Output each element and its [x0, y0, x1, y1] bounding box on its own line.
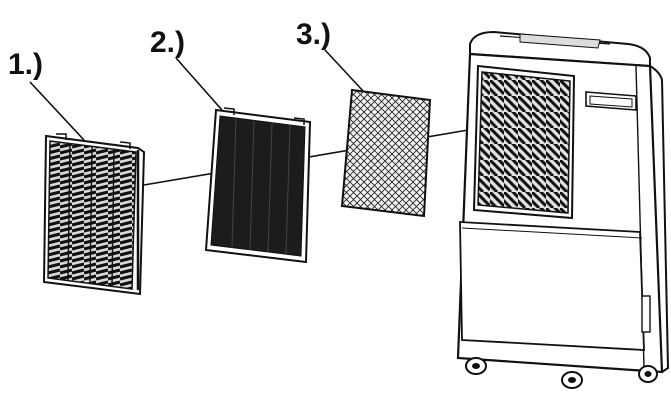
leader-line-3 [324, 49, 365, 93]
label-filter-1: 1.) [8, 48, 43, 81]
dehumidifier-unit [456, 30, 670, 389]
filter-1-grille [42, 133, 146, 296]
leader-line-1 [29, 81, 85, 141]
label-filter-3: 3.) [296, 18, 331, 51]
filter-3-mesh [340, 88, 432, 218]
label-filter-2: 2.) [150, 26, 185, 59]
filter-2-carbon [204, 107, 312, 264]
leader-line-2 [175, 57, 223, 111]
